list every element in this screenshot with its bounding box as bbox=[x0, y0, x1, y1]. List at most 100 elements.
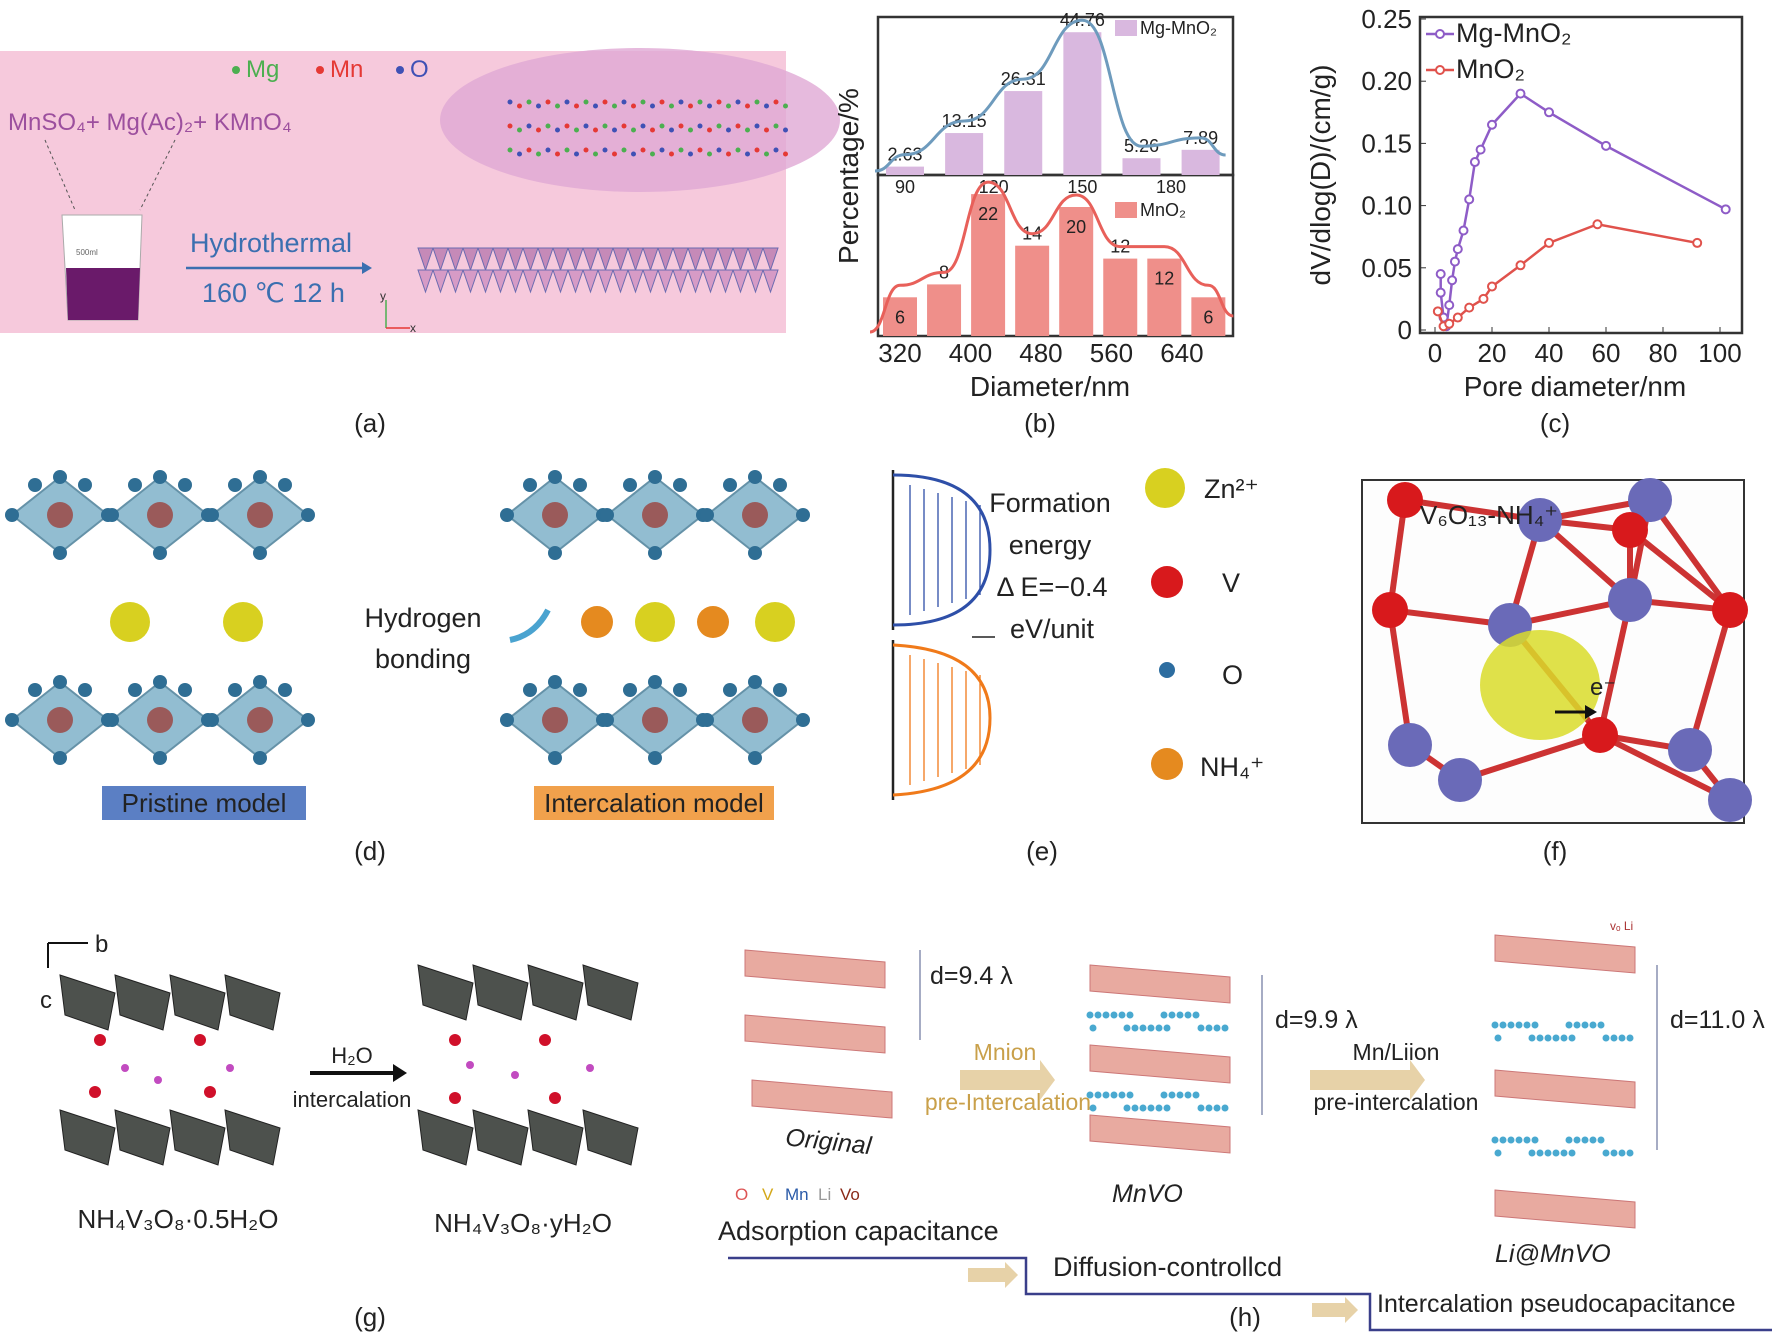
legend-zn: Zn²⁺ bbox=[1204, 474, 1259, 504]
data-point bbox=[1444, 318, 1455, 329]
ammonium-atom bbox=[511, 1071, 519, 1079]
bar bbox=[1191, 297, 1226, 336]
series-line bbox=[1439, 92, 1727, 327]
octahedron bbox=[597, 269, 614, 294]
atom bbox=[574, 127, 579, 133]
atom bbox=[640, 123, 646, 129]
atom bbox=[583, 147, 589, 153]
ion-dot bbox=[1176, 1091, 1184, 1099]
arrow1-icon bbox=[960, 1060, 1055, 1100]
atom bbox=[735, 123, 741, 129]
atom bbox=[726, 103, 731, 109]
oxygen-atom bbox=[53, 470, 67, 484]
ammonium-atom bbox=[121, 1064, 129, 1072]
vanadate-polyhedron bbox=[527, 964, 584, 1021]
oxygen-atom bbox=[673, 478, 687, 492]
atom bbox=[783, 103, 788, 109]
bond bbox=[1598, 732, 1732, 803]
bar bbox=[1063, 32, 1102, 175]
atom bbox=[526, 147, 532, 153]
oxygen-atom bbox=[1612, 512, 1648, 548]
data-point bbox=[1475, 144, 1486, 155]
oxygen-atom bbox=[178, 478, 192, 492]
oxygen-atom bbox=[78, 478, 92, 492]
atom bbox=[669, 151, 674, 157]
b-ylabel: Percentage/% bbox=[833, 88, 864, 264]
data-point bbox=[1449, 256, 1460, 267]
octahedron bbox=[477, 247, 494, 272]
arrow1-bottom: pre-Intercalation bbox=[925, 1089, 1091, 1115]
legend-marker bbox=[1435, 65, 1445, 75]
d3-label: d=11.0 λ bbox=[1670, 1006, 1765, 1034]
atom bbox=[688, 127, 693, 133]
ion-dot bbox=[1597, 1021, 1605, 1029]
metal-atom bbox=[742, 502, 768, 528]
oxygen-atom bbox=[748, 470, 762, 484]
bar bbox=[886, 166, 924, 175]
atom bbox=[716, 99, 722, 105]
axis-b-label: b bbox=[95, 931, 108, 958]
d2-label: d=9.9 λ bbox=[1275, 1006, 1358, 1034]
octahedron bbox=[762, 269, 779, 294]
atom bbox=[526, 123, 532, 129]
ion-dot bbox=[1581, 1136, 1589, 1144]
oxygen-atom bbox=[253, 751, 267, 765]
ammonium-atom bbox=[226, 1064, 234, 1072]
oxygen-atom bbox=[205, 713, 219, 727]
bond bbox=[1597, 599, 1633, 736]
atom bbox=[517, 151, 522, 157]
oxygen-atom bbox=[796, 508, 810, 522]
bar bbox=[1103, 258, 1138, 336]
oxygen-atom bbox=[205, 508, 219, 522]
octahedron bbox=[702, 247, 719, 272]
oxygen-atom bbox=[548, 675, 562, 689]
ion-dot bbox=[1565, 1021, 1573, 1029]
atom bbox=[621, 99, 627, 105]
b-xlabel: Diameter/nm bbox=[970, 371, 1130, 402]
metal-atom bbox=[742, 707, 768, 733]
zn-legend-icon bbox=[1145, 468, 1185, 508]
legend-mg: Mg bbox=[246, 56, 279, 83]
ion-dot bbox=[1560, 1149, 1568, 1157]
ion-dot bbox=[1221, 1024, 1229, 1032]
atom bbox=[678, 99, 684, 105]
ion-dot bbox=[1573, 1136, 1581, 1144]
oxygen-atom bbox=[153, 751, 167, 765]
intercalation-box bbox=[534, 786, 774, 820]
atomic-slab bbox=[1089, 964, 1231, 1004]
ion-dot bbox=[1160, 1091, 1168, 1099]
ion-dot bbox=[1491, 1136, 1499, 1144]
ion-dot bbox=[1581, 1021, 1589, 1029]
legend-label: Mg-MnO₂ bbox=[1140, 18, 1217, 38]
oxygen-atom bbox=[539, 1034, 551, 1046]
bond bbox=[1459, 732, 1601, 783]
atom bbox=[621, 123, 627, 129]
octahedron bbox=[642, 269, 659, 294]
x-tick-label: 80 bbox=[1649, 338, 1678, 368]
o-legend-icon bbox=[1159, 662, 1175, 678]
axis-c-label: c bbox=[40, 987, 52, 1014]
oxygen-atom bbox=[253, 675, 267, 689]
lattice-structure bbox=[1372, 478, 1752, 822]
atom bbox=[507, 123, 513, 129]
arrow-head bbox=[393, 1064, 407, 1082]
bar bbox=[971, 194, 1006, 336]
oxygen-atom bbox=[648, 675, 662, 689]
ion-dot bbox=[1126, 1091, 1134, 1099]
bonding-line2: bonding bbox=[375, 644, 471, 674]
atom bbox=[545, 99, 551, 105]
octahedron bbox=[567, 269, 584, 294]
formation-line3: Δ E=−0.4 bbox=[996, 572, 1107, 602]
legend-o: O bbox=[1222, 660, 1243, 690]
atom bbox=[697, 147, 703, 153]
panel-label-b: (b) bbox=[1024, 408, 1056, 438]
atom bbox=[593, 127, 598, 133]
atom bbox=[574, 151, 579, 157]
ion-dot bbox=[1110, 1011, 1118, 1019]
zn-ion-icon bbox=[223, 602, 263, 642]
bond bbox=[1687, 609, 1733, 751]
oxygen-atom bbox=[449, 1092, 461, 1104]
atom bbox=[517, 127, 522, 133]
stage-staircase bbox=[728, 1256, 1772, 1332]
